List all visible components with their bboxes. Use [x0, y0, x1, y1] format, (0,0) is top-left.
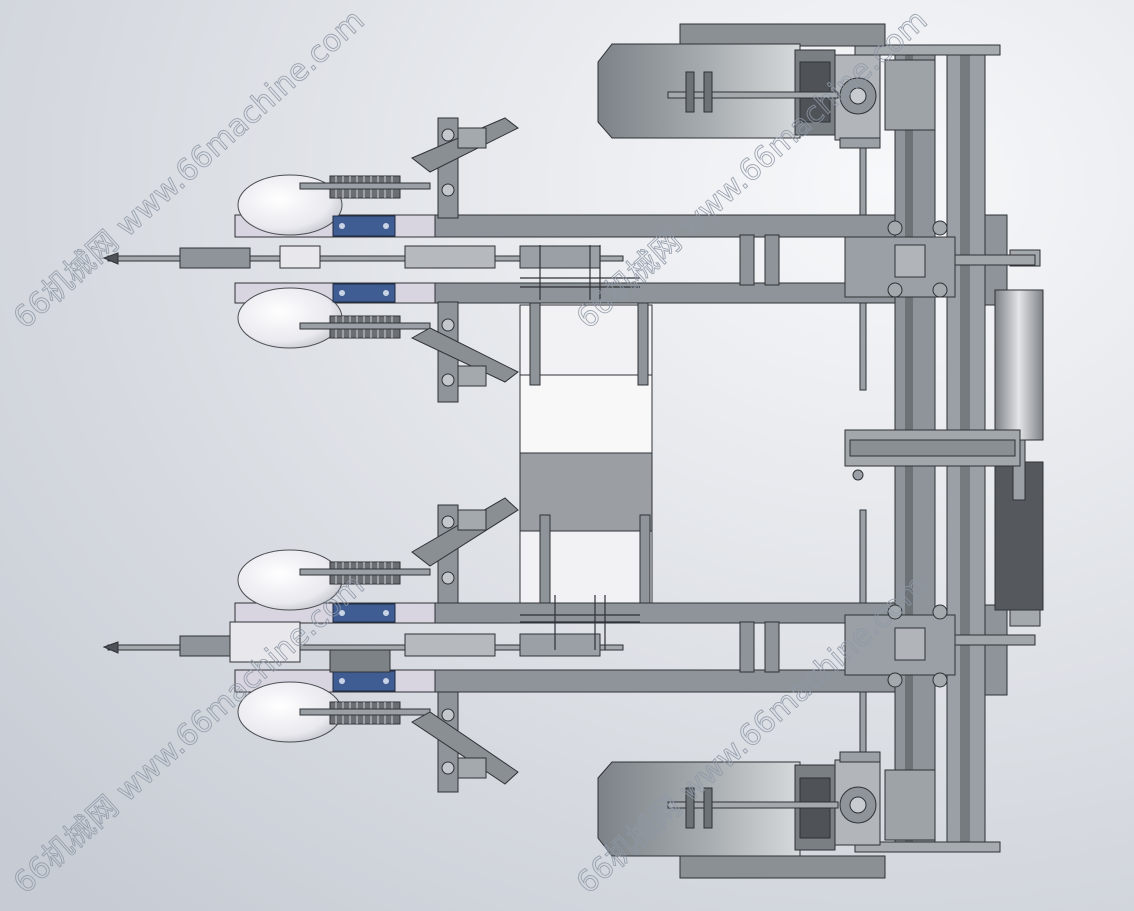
bearing-blocks [332, 215, 396, 692]
compression-springs [299, 175, 431, 725]
thin-support-lines [520, 245, 640, 650]
top-drive-motor [597, 23, 936, 149]
hydraulic-cylinder [844, 249, 1044, 627]
adjustment-rods [102, 245, 624, 673]
opener-blades [410, 117, 519, 785]
bottom-drive-motor [597, 751, 936, 879]
center-subframe [519, 289, 653, 616]
coulter-discs [237, 174, 343, 743]
